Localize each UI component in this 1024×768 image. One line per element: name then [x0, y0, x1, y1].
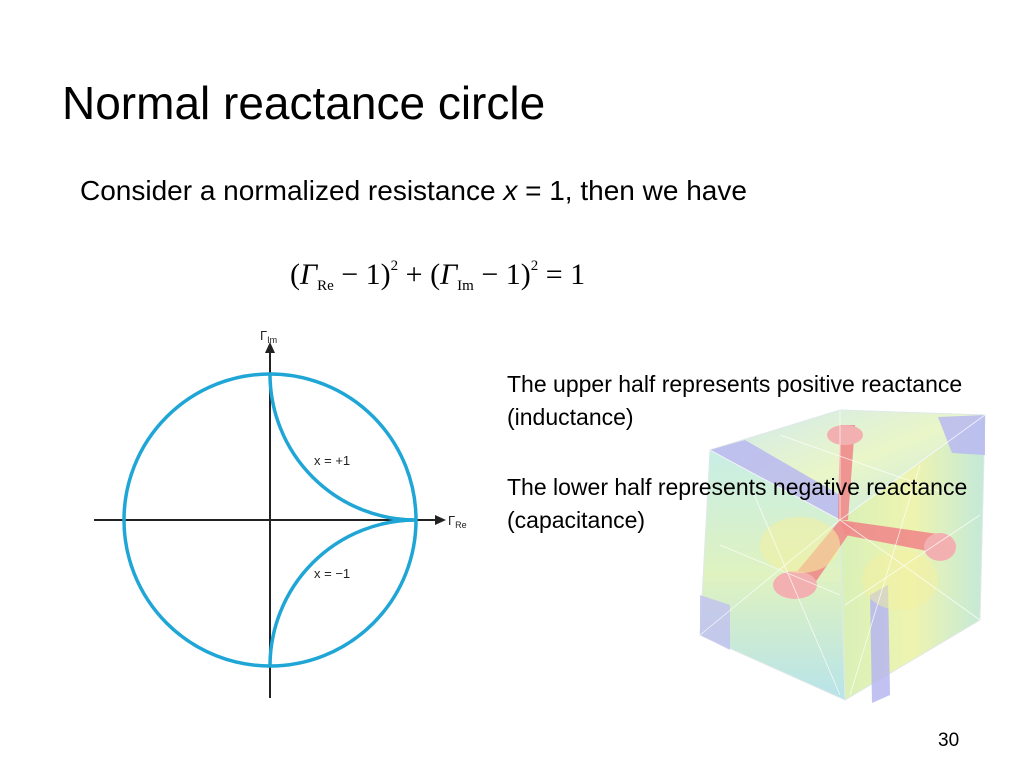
cube-hotspot [773, 571, 817, 599]
curve-label-positive: x = +1 [314, 453, 350, 468]
cube-band [710, 440, 840, 520]
eq-equals-one: = 1 [538, 258, 586, 291]
page-number: 30 [938, 730, 960, 751]
cube-hotspot [840, 520, 948, 555]
field-simulation-cube-image [699, 409, 987, 703]
reactance-arc-negative [268, 518, 417, 667]
intro-text: Consider a normalized resistance x = 1, … [80, 175, 747, 207]
y-axis-label: ΓIm [260, 328, 277, 345]
cube-band [870, 585, 890, 703]
reactance-circle-diagram: ΓIm ΓRe x = +1 x = −1 [94, 328, 467, 698]
cube-hotspot [827, 425, 863, 445]
eq-sub-re: Re [317, 278, 334, 294]
cube-glow [862, 550, 938, 610]
x-axis-label: ΓRe [448, 513, 467, 530]
eq-gamma-re: Γ [300, 258, 318, 291]
eq-exp-a: 2 [390, 258, 399, 274]
cube-glow [760, 517, 840, 573]
cube-mesh [699, 410, 986, 696]
eq-open-paren: ( [290, 258, 300, 291]
slide-title: Normal reactance circle [62, 77, 546, 129]
eq-sub-im: Im [457, 278, 474, 294]
eq-exp-b: 2 [530, 258, 539, 274]
circle-equation: (ΓRe − 1)2 + (ΓIm − 1)2 = 1 [290, 258, 585, 295]
eq-minus-one-b: − 1) [473, 258, 531, 291]
lower-half-description: The lower half represents negative react… [507, 474, 968, 533]
intro-after: = 1, then we have [517, 175, 747, 206]
x-axis-arrow [435, 515, 446, 525]
eq-gamma-im: Γ [440, 258, 458, 291]
cube-hotspot [838, 425, 855, 520]
intro-before: Consider a normalized resistance [80, 175, 504, 206]
upper-half-description: The upper half represents positive react… [507, 371, 963, 430]
y-axis-arrow [265, 342, 275, 353]
eq-plus: + ( [398, 258, 441, 291]
eq-minus-one-a: − 1) [333, 258, 391, 291]
cube-band [938, 415, 985, 455]
reactance-arc-positive [268, 373, 417, 522]
intro-variable: x [503, 175, 518, 206]
curve-label-negative: x = −1 [314, 566, 350, 581]
cube-hotspot [924, 533, 956, 561]
